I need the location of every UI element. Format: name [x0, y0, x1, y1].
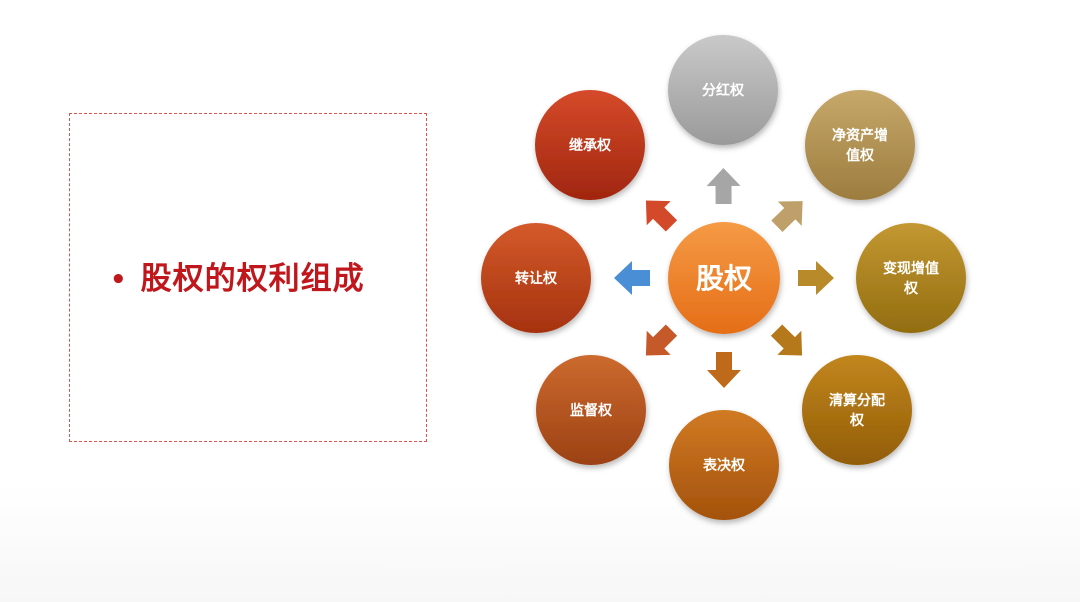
arrow-icon-net-asset	[771, 201, 803, 232]
arrow-icon-dividend	[706, 168, 741, 205]
node-transfer: 转让权	[481, 223, 591, 333]
node-center: 股权	[668, 222, 780, 334]
title-box: • 股权的权利组成	[69, 113, 427, 442]
title-row: • 股权的权利组成	[110, 264, 365, 295]
node-circle-supervision	[536, 355, 646, 465]
node-circle-inheritance	[535, 90, 645, 200]
bullet-icon: •	[110, 264, 127, 295]
arrow-icon-voting	[707, 352, 741, 388]
node-label-liquidation: 权	[849, 412, 865, 429]
node-label-net-asset: 净资产增	[832, 127, 888, 144]
node-label-liquidation: 清算分配	[829, 392, 885, 409]
node-circle-dividend	[668, 35, 778, 145]
node-inheritance: 继承权	[535, 90, 645, 200]
node-label-voting: 表决权	[702, 457, 746, 474]
center-circle	[668, 222, 780, 334]
node-circle-net-asset	[805, 90, 915, 200]
arrow-icon-inheritance	[645, 200, 678, 232]
arrow-icon-realization	[798, 261, 834, 295]
node-circle-liquidation	[802, 355, 912, 465]
node-label-transfer: 转让权	[515, 270, 558, 287]
node-label-realization: 变现增值	[883, 260, 939, 277]
node-supervision: 监督权	[536, 355, 646, 465]
node-label-realization: 权	[903, 280, 919, 297]
node-label-supervision: 监督权	[570, 402, 613, 419]
slide-title: 股权的权利组成	[140, 261, 365, 297]
node-label-dividend: 分红权	[702, 82, 745, 99]
node-circle-voting	[669, 410, 779, 520]
node-circle-transfer	[481, 223, 591, 333]
arrow-icon-transfer	[614, 261, 650, 295]
node-dividend: 分红权	[668, 35, 778, 145]
center-label: 股权	[696, 262, 752, 295]
node-label-inheritance: 继承权	[569, 137, 612, 154]
node-voting: 表决权	[669, 410, 779, 520]
node-label-net-asset: 值权	[846, 147, 875, 164]
arrow-icon-liquidation	[770, 324, 803, 356]
arrow-icon-supervision	[645, 324, 678, 356]
node-circle-realization	[856, 223, 966, 333]
